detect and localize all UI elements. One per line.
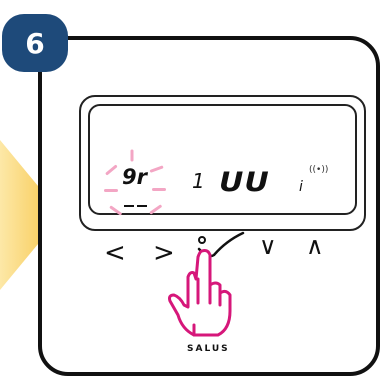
left-button[interactable]: < — [104, 240, 126, 266]
pointing-hand-icon — [160, 245, 240, 340]
lcd-screen — [88, 104, 357, 215]
mode-suffix: i — [299, 180, 303, 194]
mode-text: UU — [219, 170, 270, 197]
channel-value: 1 — [192, 171, 205, 191]
wireless-signal-icon: ((•)) — [309, 165, 328, 175]
parameter-underline-2 — [137, 205, 147, 207]
parameter-underline — [124, 205, 134, 207]
step-badge: 6 — [2, 14, 68, 72]
brand-logo: SALUS — [187, 344, 230, 354]
down-button[interactable]: ∨ — [259, 234, 277, 258]
up-button[interactable]: ∧ — [306, 234, 324, 258]
parameter-code: 9r — [122, 167, 147, 188]
